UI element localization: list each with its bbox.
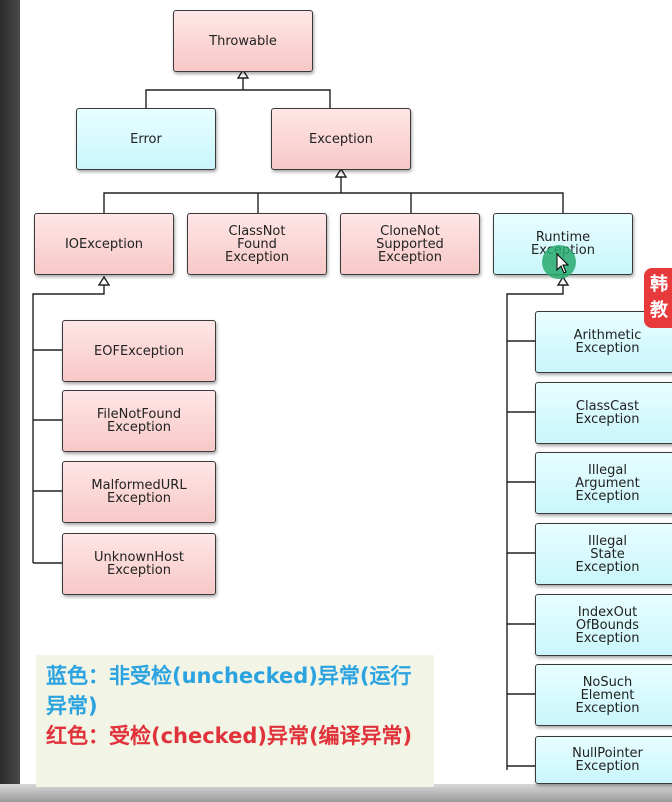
node-ioexception: IOException <box>34 213 174 275</box>
node-exception: Exception <box>271 108 411 170</box>
side-badge[interactable]: 韩 教 <box>644 268 672 328</box>
node-clonenotsupported-exception: CloneNot Supported Exception <box>340 213 480 275</box>
connector-runtime-trunk <box>506 284 564 770</box>
arrowhead-exception <box>334 167 348 178</box>
window-edge-left <box>0 0 20 802</box>
node-classcast-exception: ClassCast Exception <box>535 382 672 444</box>
node-nullpointer-exception: NullPointer Exception <box>535 736 672 784</box>
arrowhead-throwable <box>236 68 250 79</box>
connector-ioexception-trunk <box>32 284 105 563</box>
node-unknownhost-exception: UnknownHost Exception <box>62 533 216 595</box>
node-filenotfound-exception: FileNotFound Exception <box>62 390 216 452</box>
color-legend: 蓝色：非受检(unchecked)异常(运行异常) 红色：受检(checked)… <box>36 655 434 787</box>
legend-checked: 红色：受检(checked)异常(编译异常) <box>46 724 413 748</box>
arrowhead-runtime <box>556 275 570 286</box>
node-indexoutofbounds-exception: IndexOut OfBounds Exception <box>535 594 672 656</box>
legend-unchecked: 蓝色：非受检(unchecked)异常(运行异常) <box>46 664 412 718</box>
node-nosuchelement-exception: NoSuch Element Exception <box>535 664 672 726</box>
cursor-arrow-icon <box>556 252 570 274</box>
node-arithmetic-exception: Arithmetic Exception <box>535 311 672 373</box>
node-error: Error <box>76 108 216 170</box>
connector-exception-children <box>103 192 564 213</box>
node-illegalargument-exception: Illegal Argument Exception <box>535 452 672 514</box>
arrowhead-ioexception <box>97 275 111 286</box>
node-throwable: Throwable <box>173 10 313 72</box>
connector-ioexception-branches <box>33 349 62 564</box>
node-classnotfound-exception: ClassNot Found Exception <box>187 213 327 275</box>
node-runtime-exception: Runtime Exception <box>493 213 633 275</box>
connector-throwable-children <box>145 89 331 108</box>
node-eof-exception: EOFException <box>62 320 216 382</box>
connector-runtime-branches <box>507 340 535 767</box>
node-illegalstate-exception: Illegal State Exception <box>535 523 672 585</box>
node-malformedurl-exception: MalformedURL Exception <box>62 461 216 523</box>
window-edge-bottom <box>0 784 672 802</box>
mouse-cursor-highlight <box>542 245 576 279</box>
